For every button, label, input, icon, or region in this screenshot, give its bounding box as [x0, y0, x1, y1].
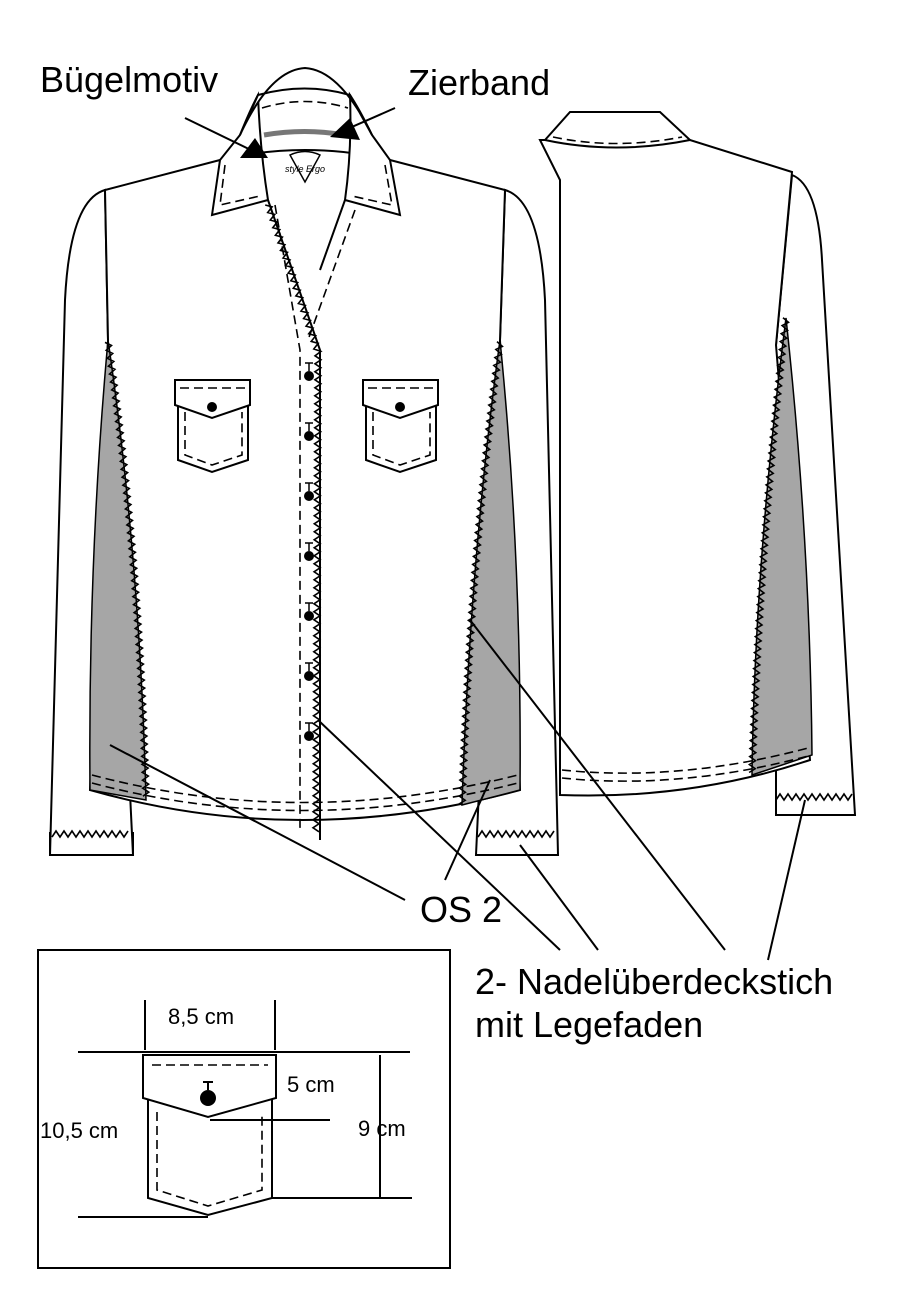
- label-naht-line1: 2- Nadelüberdeckstich: [475, 961, 833, 1002]
- front-left-side-panel: [89, 339, 147, 801]
- label-buegelmotiv: Bügelmotiv: [40, 59, 218, 100]
- placket-button: [304, 371, 314, 381]
- buttonhole-mark: [305, 542, 313, 551]
- buttonhole-mark: [305, 482, 313, 491]
- dim-height-body: 9 cm: [358, 1116, 406, 1141]
- dim-flap: 5 cm: [287, 1072, 335, 1097]
- placket: [267, 199, 321, 840]
- dim-width: 8,5 cm: [168, 1004, 234, 1029]
- zierband-band: [263, 129, 345, 138]
- pocket-detail-box: 8,5 cm 5 cm 10,5 cm 9 cm: [37, 949, 451, 1269]
- buttonhole-mark: [305, 602, 313, 611]
- left-chest-pocket: [174, 379, 251, 474]
- buttonhole-mark: [305, 422, 313, 431]
- leader-lines: [109, 107, 806, 961]
- front-body: [88, 149, 522, 821]
- buegelmotiv-logo: style Ergo: [285, 150, 325, 184]
- placket-button: [304, 551, 314, 561]
- back-collar: [543, 111, 693, 149]
- label-naht-line2: mit Legefaden: [475, 1004, 703, 1045]
- placket-buttons: [304, 362, 314, 741]
- shirt-front-view: style Ergo: [48, 66, 560, 856]
- collar-stand: [239, 66, 373, 136]
- logo-text: style Ergo: [285, 164, 325, 174]
- label-zierband: Zierband: [408, 62, 550, 103]
- placket-button: [304, 671, 314, 681]
- placket-button: [304, 731, 314, 741]
- label-os2: OS 2: [420, 889, 502, 930]
- buttonhole-mark: [305, 362, 313, 371]
- buttonhole-mark: [305, 722, 313, 731]
- back-body: [538, 139, 812, 797]
- shirt-back-view: [538, 111, 857, 816]
- dim-height-total: 10,5 cm: [40, 1118, 118, 1143]
- right-chest-pocket: [362, 379, 439, 474]
- placket-button: [304, 611, 314, 621]
- placket-button: [304, 431, 314, 441]
- buttonhole-mark: [305, 662, 313, 671]
- placket-button: [304, 491, 314, 501]
